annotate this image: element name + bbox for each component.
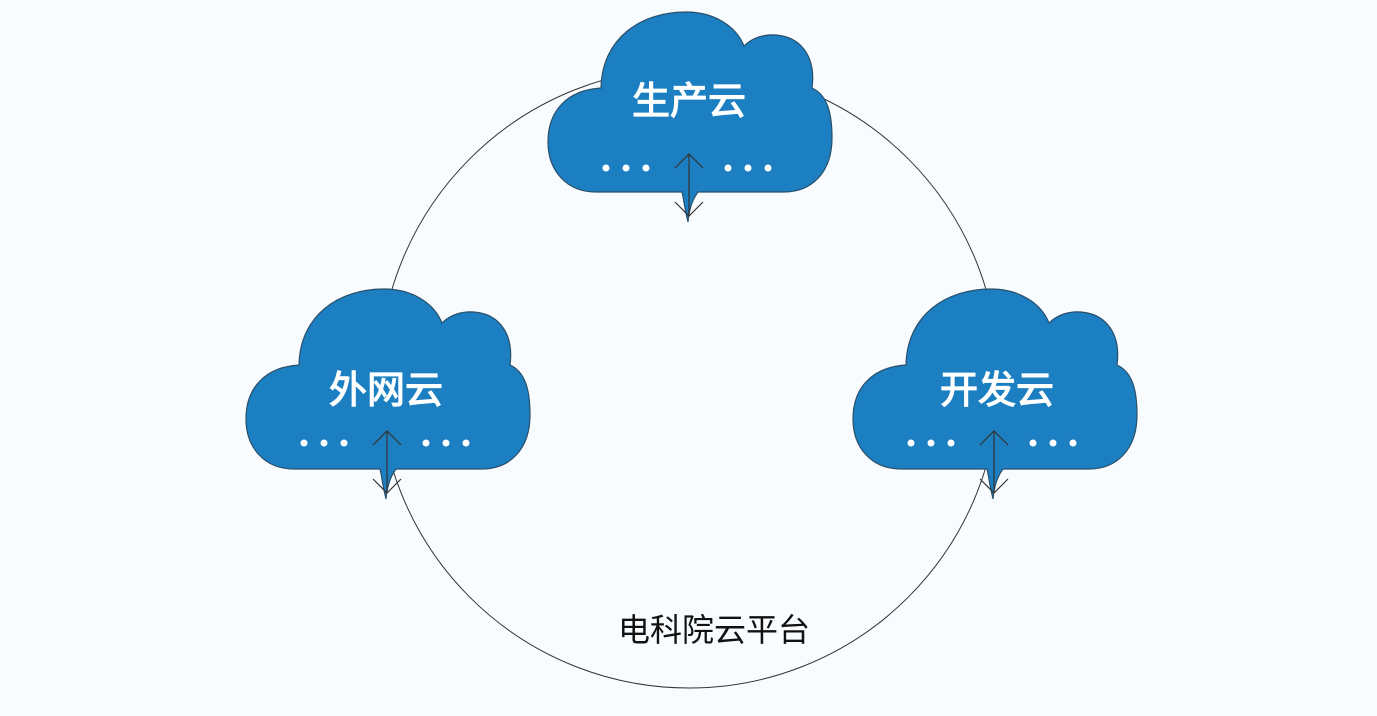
cloud-production: 生产云 bbox=[547, 11, 833, 223]
bidirectional-arrow-icon bbox=[372, 430, 402, 494]
bidirectional-arrow-icon bbox=[979, 430, 1009, 494]
ellipsis-left bbox=[907, 439, 955, 447]
cloud-development: 开发云 bbox=[852, 288, 1138, 500]
ellipsis-left bbox=[602, 164, 650, 172]
platform-label: 电科院云平台 bbox=[618, 611, 810, 649]
cloud-external: 外网云 bbox=[245, 288, 531, 500]
ellipsis-right bbox=[1029, 439, 1077, 447]
bidirectional-arrow-icon bbox=[674, 153, 704, 217]
ellipsis-right bbox=[422, 439, 470, 447]
cloud-external-title: 外网云 bbox=[329, 368, 443, 412]
ellipsis-left bbox=[300, 439, 348, 447]
cloud-development-title: 开发云 bbox=[940, 368, 1054, 412]
cloud-production-title: 生产云 bbox=[632, 79, 746, 123]
ellipsis-right bbox=[724, 164, 772, 172]
